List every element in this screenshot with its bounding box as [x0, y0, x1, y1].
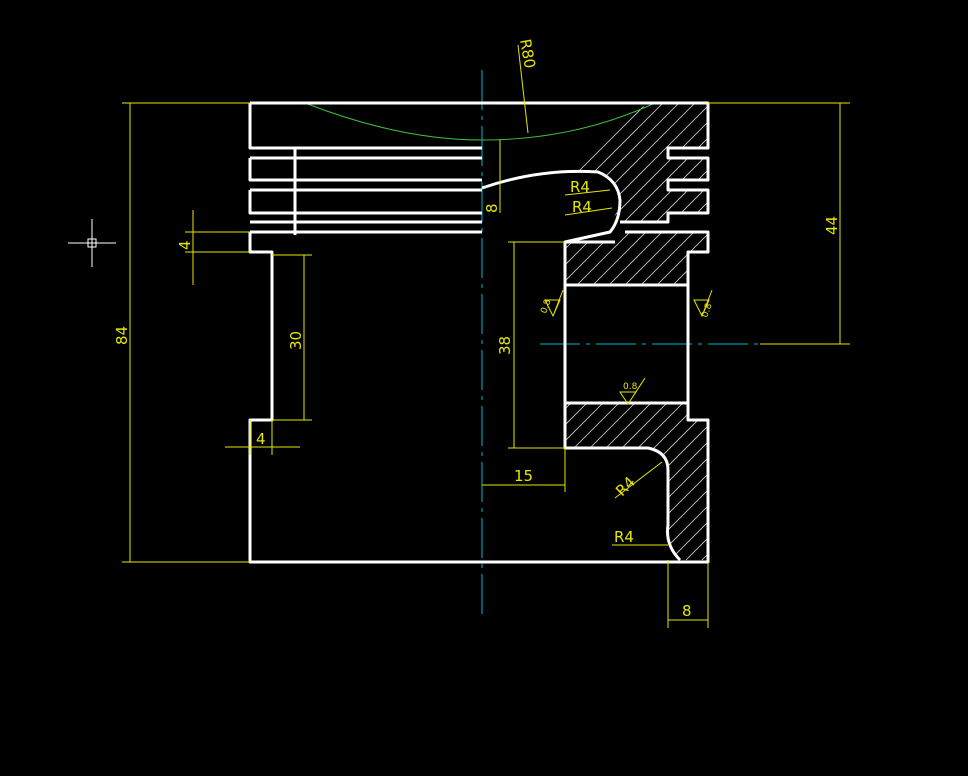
- hatch-line: [710, 100, 968, 600]
- dim-8-top: 8: [483, 203, 501, 213]
- hatch-line: [482, 103, 708, 560]
- hatch-line: [482, 103, 651, 560]
- hatch-line: [482, 103, 708, 560]
- hatch-line: [482, 103, 708, 560]
- hatch-line: [822, 100, 968, 600]
- hatch-line: [902, 100, 968, 600]
- hatch-line: [613, 103, 708, 560]
- hatch-line: [950, 100, 968, 600]
- hatch-line: [565, 103, 708, 560]
- dim-r4-skirt-1: R4: [612, 473, 639, 500]
- hatch-line: [645, 103, 708, 560]
- hatch-line: [482, 103, 708, 560]
- dim-4-land: 4: [176, 240, 194, 250]
- hatch-line: [854, 100, 968, 600]
- arc-guide: [304, 102, 656, 141]
- hatch-line: [693, 103, 708, 560]
- hatch-line: [806, 100, 968, 600]
- dim-r80: R80: [516, 38, 539, 70]
- crosshair-cursor-icon: [68, 219, 116, 267]
- hatch-line: [482, 103, 667, 560]
- hatch-line: [517, 103, 708, 560]
- hatch-line: [597, 103, 708, 560]
- hatch-line: [485, 103, 708, 560]
- hatch-line: [482, 103, 683, 560]
- hatch-line: [726, 100, 968, 600]
- hatch-line: [918, 100, 968, 600]
- dim-r4-groove-1: R4: [570, 178, 590, 196]
- hatch-line: [482, 103, 708, 560]
- dim-8-skirt: 8: [682, 602, 692, 620]
- hatch-line: [774, 100, 968, 600]
- dim-4-recess: 4: [256, 430, 266, 448]
- finish-bottom: 0.8: [623, 382, 638, 392]
- dim-30: 30: [287, 331, 305, 350]
- finish-right: 0.8: [700, 302, 714, 319]
- dim-15: 15: [514, 467, 533, 485]
- hatch-line: [677, 103, 708, 560]
- hatch-line: [482, 103, 708, 560]
- hatch-line: [838, 100, 968, 600]
- hatch-line: [482, 103, 708, 560]
- hatch-line: [790, 100, 968, 600]
- hatch-line: [581, 103, 708, 560]
- dim-44: 44: [823, 216, 841, 235]
- hatch-line: [482, 103, 708, 560]
- hatch-line: [482, 103, 708, 560]
- dim-r4-groove-2: R4: [572, 198, 592, 216]
- hatch-line: [501, 103, 708, 560]
- dimension-set: [122, 44, 850, 628]
- hatch-line: [482, 103, 708, 560]
- hatch-line: [742, 100, 968, 600]
- hatch-line: [482, 103, 708, 560]
- dimension-labels: R80 84 44 4 30 4 8 38 15 8 R4 R4 R4 R4 0…: [113, 38, 841, 620]
- hatch-line: [533, 103, 708, 560]
- dim-38: 38: [496, 336, 514, 355]
- hatch-line: [758, 100, 968, 600]
- hatch-line: [934, 100, 968, 600]
- dim-r4-skirt-2: R4: [614, 528, 634, 546]
- piston-outline: [248, 101, 710, 564]
- hatch-line: [886, 100, 968, 600]
- finish-left: 0.8: [539, 298, 553, 315]
- hatch-line: [870, 100, 968, 600]
- hatch-line: [549, 103, 708, 560]
- hatch-line: [629, 103, 708, 560]
- dim-84: 84: [113, 326, 131, 345]
